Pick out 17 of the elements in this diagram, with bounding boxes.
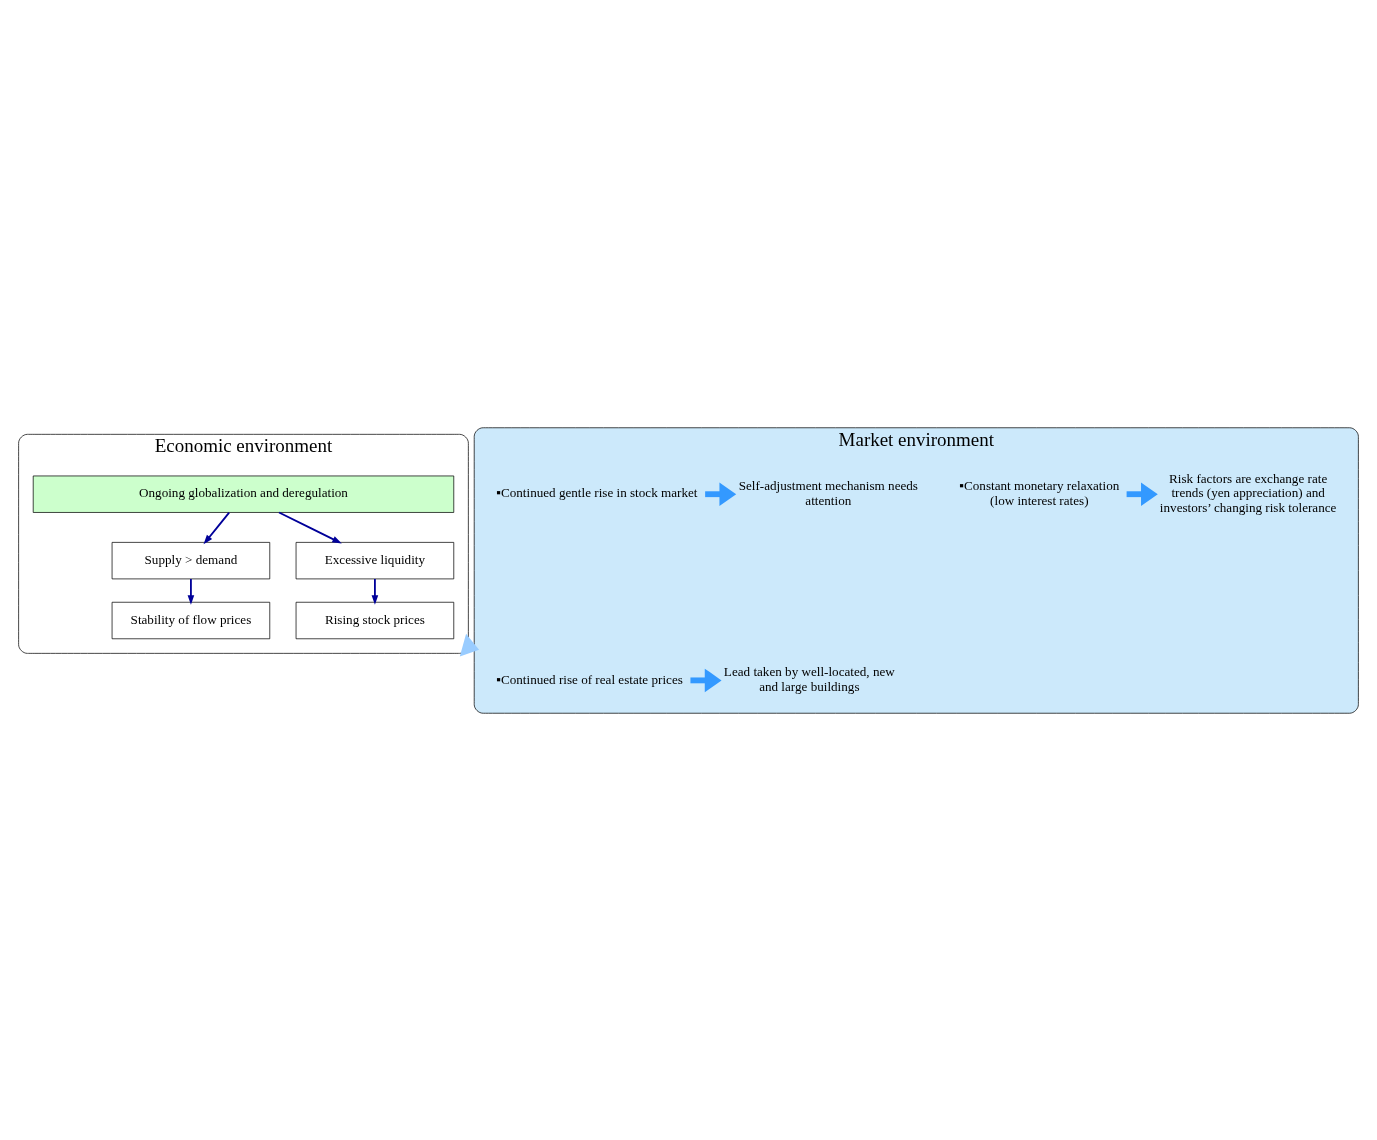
arrow — [459, 633, 480, 656]
node-text: Self-adjustment mechanism needs attention — [738, 477, 918, 508]
node-text: ▪Continued gentle rise in stock market — [496, 484, 698, 500]
node-box: Rising stock prices — [295, 601, 455, 639]
arrow — [187, 577, 195, 605]
node-box: Ongoing globalization and deregulation — [32, 475, 455, 513]
node-box: Stability of flow prices — [111, 601, 271, 639]
arrow — [278, 511, 342, 544]
node-box: Supply > demand — [111, 541, 271, 579]
arrow — [203, 511, 231, 544]
node-text: ▪Continued rise of real estate prices — [496, 671, 683, 687]
node-box: Excessive liquidity — [295, 541, 455, 579]
node-text: Risk factors are exchange rate trends (yen appreciation) and investors’ changing risk tolerance — [1159, 470, 1337, 515]
arrow — [690, 668, 722, 692]
node-text: ▪Constant monetary relaxation (low interest rates) — [959, 477, 1120, 508]
node-text: Lead taken by well-located, new and large buildings — [723, 663, 895, 694]
arrow — [371, 577, 379, 605]
